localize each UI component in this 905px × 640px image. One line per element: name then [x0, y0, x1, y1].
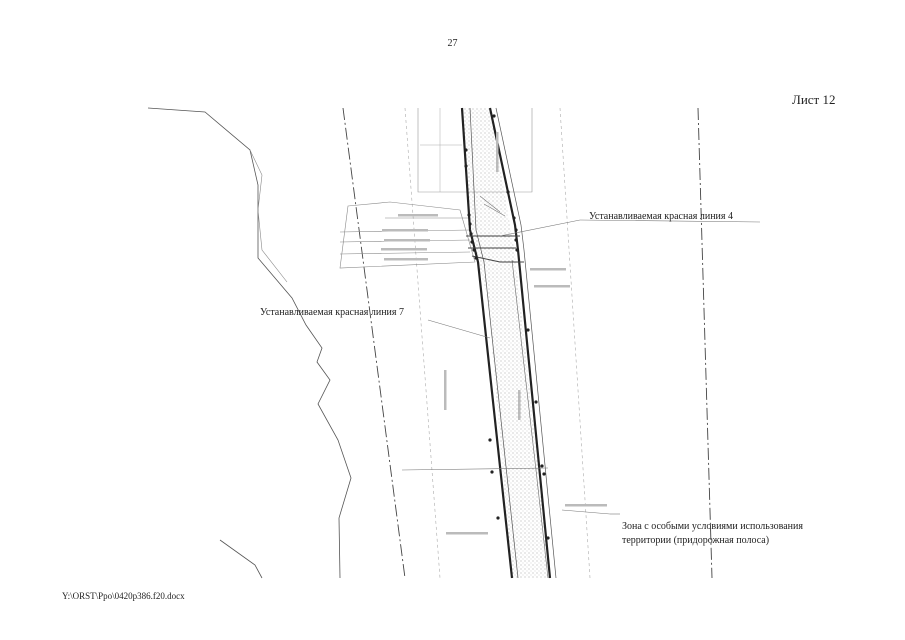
dashed-line-b	[559, 107, 591, 579]
dashed-line-a	[404, 107, 441, 579]
cross-line	[401, 467, 549, 471]
red-line-west-inner	[469, 107, 519, 579]
red-line-4-label: Устанавливаемая красная линия 4	[589, 211, 734, 222]
sheet-label: Лист 12	[792, 92, 836, 107]
zone-label: Зона с особыми условиями использования т…	[622, 520, 803, 548]
left-boundary-line	[147, 107, 352, 579]
zone-label-line1: Зона с особыми условиями использования	[622, 521, 803, 532]
page-number: 27	[447, 38, 458, 49]
zone-label-line2: территории (придорожная полоса)	[622, 535, 770, 546]
red-line-7-label: Устанавливаемая красная линия 7	[260, 307, 405, 318]
footer-file-path: Y:\ORST\Ppo\0420p386.f20.docx	[62, 591, 185, 601]
dashdot-line-left	[342, 107, 406, 579]
road-dotted-area	[462, 108, 550, 578]
red-line-west	[460, 107, 514, 579]
survey-points	[464, 114, 550, 540]
leader-line-7	[427, 319, 491, 339]
red-line-east	[488, 107, 552, 579]
left-bottom-line	[219, 539, 263, 579]
cadastral-number-marks	[381, 132, 607, 535]
red-line-east-inner	[495, 107, 557, 579]
left-boundary-branch	[249, 149, 288, 283]
road-inner-curb	[511, 259, 549, 579]
leader-line-4	[499, 219, 581, 237]
junction-lines	[466, 235, 524, 263]
leader-line-zone	[561, 509, 611, 515]
junction-diagonal	[479, 195, 506, 217]
dashdot-line-right	[697, 107, 713, 579]
